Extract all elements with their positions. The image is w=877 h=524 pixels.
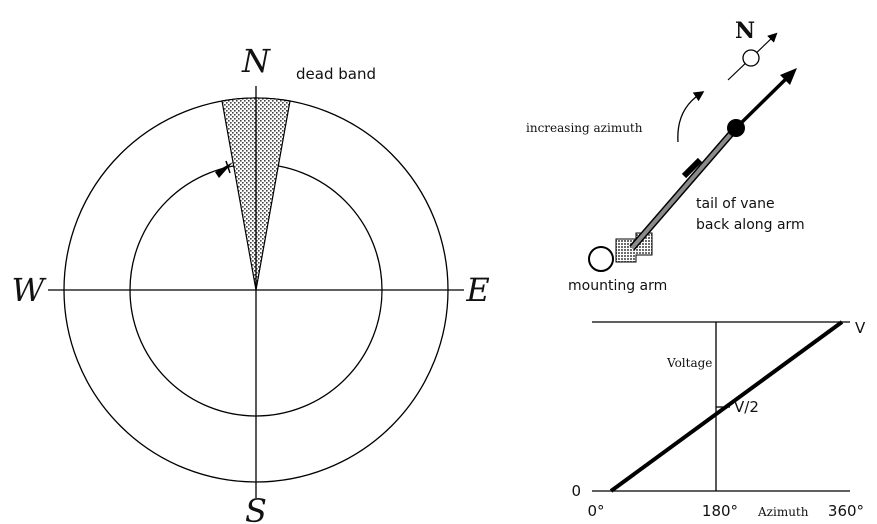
north-label: N <box>241 42 271 80</box>
voltage-line <box>609 320 844 493</box>
compass-diagram: N S W E dead band <box>12 42 490 524</box>
tail-label-line1: tail of vane <box>696 196 775 212</box>
x-tick-180: 180° <box>702 502 738 520</box>
rotation-arrow <box>215 162 233 178</box>
east-label: E <box>465 271 489 309</box>
x-tick-0: 0° <box>587 502 604 520</box>
graph-vmax-label: V <box>855 319 866 337</box>
wind-vane-sketch: N increasing azimuth tail of vane back a… <box>526 18 805 294</box>
dead-band-label: dead band <box>296 65 376 83</box>
mounting-ring <box>588 246 614 272</box>
graph-ylabel: Voltage <box>666 356 712 370</box>
vane-pivot <box>727 119 745 137</box>
mounting-arm-label: mounting arm <box>568 278 667 294</box>
west-label: W <box>12 271 48 309</box>
vane-tail <box>681 157 703 179</box>
tail-label-line2: back along arm <box>696 217 805 233</box>
graph-zero-label: 0 <box>571 482 581 500</box>
voltage-graph: Voltage V V/2 0 0° 180° Azimuth 360° <box>571 319 866 520</box>
increasing-azimuth-label: increasing azimuth <box>526 121 643 135</box>
rotation-arrow-tick <box>225 160 231 174</box>
graph-xlabel: Azimuth <box>757 505 809 519</box>
vane-arm-hatch <box>630 126 738 250</box>
vane-pointer <box>734 70 795 130</box>
north-indicator-circle <box>742 49 760 67</box>
increasing-azimuth-arrow <box>677 91 705 143</box>
south-label: S <box>245 492 267 524</box>
vane-pointer-head <box>780 68 797 85</box>
x-tick-360: 360° <box>828 502 864 520</box>
graph-vhalf-label: V/2 <box>734 398 759 416</box>
vane-north-label: N <box>735 18 755 44</box>
